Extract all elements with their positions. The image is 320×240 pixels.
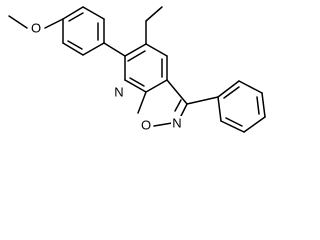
molecule-structure-diagram: O N O N bbox=[8, 6, 266, 133]
ring-inner-double-bond bbox=[223, 86, 240, 99]
ring-bond bbox=[166, 79, 188, 105]
ring-bond bbox=[82, 6, 105, 20]
ring-bond bbox=[62, 42, 84, 56]
ethyl-group bbox=[145, 6, 163, 45]
ring-bond bbox=[217, 96, 222, 122]
atom-label-isoxazole-n: N bbox=[171, 116, 183, 131]
methoxy-oxygen-label: O bbox=[31, 21, 41, 36]
atom-label-pyridine-n: N bbox=[113, 85, 125, 100]
ring-inner-double-bond bbox=[68, 12, 84, 22]
ring-inner-double-bond bbox=[67, 40, 83, 50]
bond-ch2-ch3 bbox=[145, 6, 163, 22]
pyridine-nitrogen-label: N bbox=[114, 85, 123, 100]
ring-inner-double-bond bbox=[127, 50, 146, 62]
phenyl-ring bbox=[217, 80, 266, 133]
ring-bond bbox=[238, 80, 263, 94]
ring-bond bbox=[124, 43, 147, 57]
isoxazole-oxygen-label: O bbox=[141, 118, 151, 133]
ring-inner-double-bond bbox=[256, 96, 260, 115]
bond-isoxazole-phenyl bbox=[186, 96, 219, 105]
methoxy-group bbox=[8, 15, 64, 29]
ring-inner-double-bond bbox=[129, 77, 145, 87]
bond-o-anisyl bbox=[44, 18, 64, 29]
atom-label-methoxy-o: O bbox=[30, 21, 42, 36]
methoxyphenyl-ring bbox=[62, 6, 105, 56]
ring-bond bbox=[153, 122, 173, 127]
ring-bond bbox=[82, 42, 105, 56]
ring-bond bbox=[124, 79, 147, 93]
ring-bond bbox=[220, 120, 245, 133]
ring-bond bbox=[261, 92, 266, 118]
bond-methyl-o bbox=[8, 15, 28, 29]
ring-inner-double-bond bbox=[174, 99, 182, 112]
atom-label-isoxazole-o: O bbox=[140, 118, 152, 133]
ring-bond bbox=[137, 91, 147, 114]
ring-bond bbox=[217, 80, 240, 98]
pyridine-ring bbox=[124, 43, 168, 93]
isoxazole-nitrogen-label: N bbox=[172, 116, 181, 131]
ring-bond bbox=[243, 116, 266, 133]
isoxazole-ring bbox=[137, 79, 188, 127]
ring-bond bbox=[145, 79, 168, 93]
ring-inner-double-bond bbox=[225, 117, 243, 127]
ring-bond bbox=[179, 103, 188, 119]
ring-bond bbox=[62, 6, 84, 20]
ring-bond bbox=[145, 43, 168, 57]
bond-anisyl-pyridine bbox=[103, 42, 126, 57]
